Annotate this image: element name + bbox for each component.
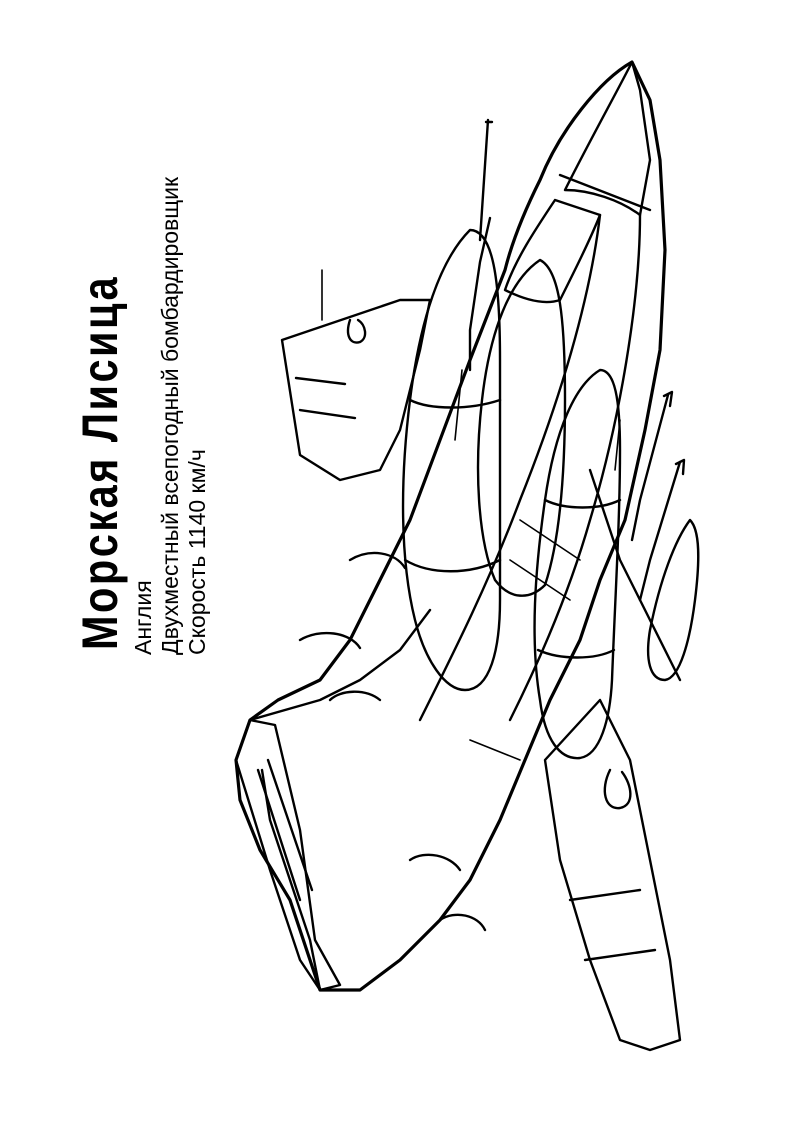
starboard-wing-flap <box>583 948 657 962</box>
intake-pod-left-band <box>408 398 502 409</box>
missile-right-2-tip <box>674 458 686 476</box>
tail-band <box>328 690 382 702</box>
tail-boom <box>260 768 322 992</box>
missile-right-tip <box>662 390 674 408</box>
tail-band <box>298 631 362 650</box>
fuselage-inner-line <box>418 213 602 722</box>
nose-cone <box>563 60 652 217</box>
tail-band <box>438 913 487 932</box>
missile-right <box>630 393 670 542</box>
intake-pod-left-band <box>403 558 502 573</box>
missile-center <box>468 216 492 372</box>
tail-boom <box>248 608 432 722</box>
missile-left <box>478 118 494 242</box>
missile-left-2 <box>454 369 463 441</box>
fuselage-outline <box>234 60 667 992</box>
stabilizer-line <box>256 768 302 902</box>
wing-fence-right <box>603 768 632 810</box>
stabilizer-line <box>266 758 314 892</box>
fuselage-panel <box>519 519 581 561</box>
port-wing-flap <box>294 376 347 386</box>
port-wing <box>280 298 432 482</box>
fuselage-panel <box>469 739 521 761</box>
center-pod <box>476 258 567 597</box>
intake-pod-right-band <box>536 648 616 659</box>
intake-pod-right-band <box>543 498 622 509</box>
wing-leading-edge <box>588 468 682 682</box>
fuselage-inner-line <box>508 213 642 722</box>
port-wing-flap <box>298 408 357 420</box>
tail-band <box>408 853 462 872</box>
wing-fence-left <box>346 318 367 344</box>
cockpit-canopy <box>503 198 602 304</box>
starboard-wing <box>543 698 682 1052</box>
drop-tank-right <box>646 518 700 682</box>
horizontal-stabilizer <box>234 718 342 992</box>
antenna <box>614 419 621 471</box>
missile-right-2 <box>638 460 682 602</box>
starboard-wing-flap <box>568 888 642 902</box>
tail-band <box>348 551 407 570</box>
nose-band <box>558 173 652 212</box>
fuselage-panel <box>509 559 571 601</box>
